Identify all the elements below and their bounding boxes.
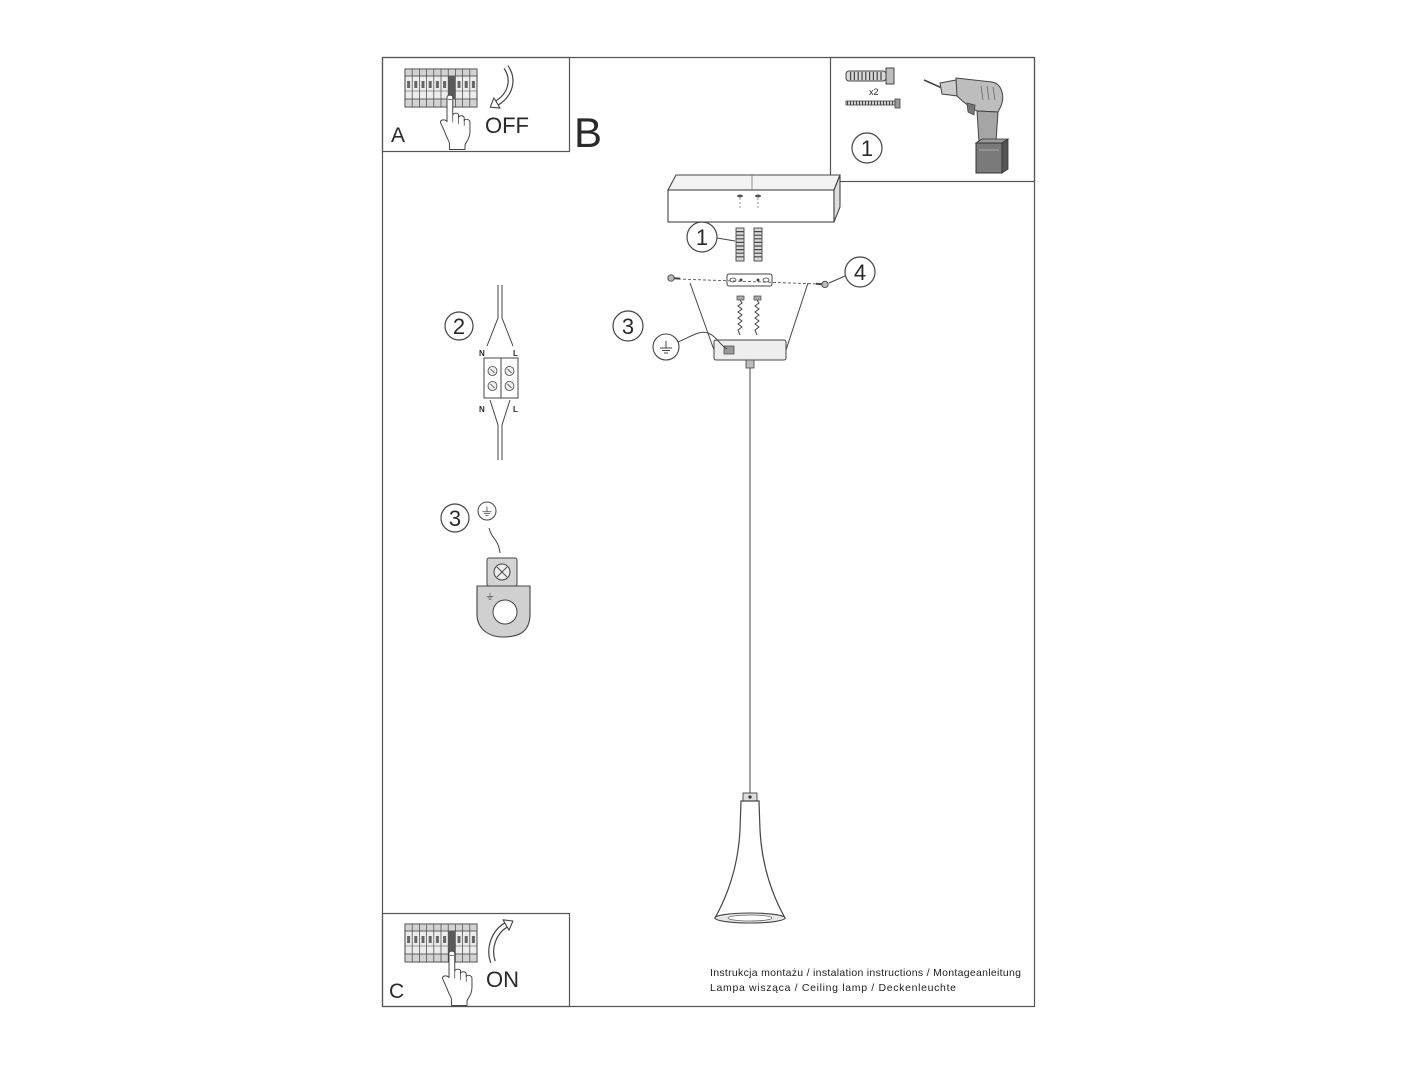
ground-detail-symbol-icon — [477, 501, 497, 521]
tools-box — [829, 56, 1036, 183]
curved-arrow-down-icon — [489, 65, 514, 109]
sheet-frame — [381, 56, 1036, 1008]
tools-callout: 1 — [851, 132, 883, 164]
drill-icon — [923, 77, 1010, 174]
screw-icon — [845, 98, 901, 109]
curved-arrow-up-icon — [488, 919, 514, 964]
ceiling-block — [667, 174, 841, 223]
ground-terminal-icon — [476, 557, 531, 638]
mounting-bracket — [726, 273, 773, 287]
step-c-action: ON — [486, 967, 519, 992]
right-side-screw-icon — [815, 280, 829, 289]
ground-symbol-icon — [652, 333, 680, 361]
step-a-letter: A — [391, 124, 405, 147]
terminal-block-icon — [483, 285, 519, 460]
ground-detail-callout-number: 3 — [449, 506, 461, 531]
canopy — [689, 282, 809, 369]
ground-wire — [677, 331, 728, 350]
step-c-box — [381, 912, 571, 1008]
tools-panel: x2 1 — [829, 56, 1036, 183]
step-b-letter: B — [574, 109, 602, 156]
ground-detail-wire — [488, 527, 501, 554]
terminal-bottom-live-label: L — [513, 405, 518, 414]
step-c-panel: C ON — [381, 912, 571, 1008]
terminal-top-live-label: L — [513, 349, 518, 358]
ground-detail-callout: 3 — [440, 503, 470, 533]
screws-callout-number: 4 — [854, 260, 866, 285]
footer-title: Instrukcja montażu / instalation instruc… — [710, 967, 1021, 979]
circuit-breaker-icon — [404, 923, 478, 963]
wiring-callout: 2 — [444, 311, 474, 341]
wiring-callout-number: 2 — [453, 314, 465, 339]
quantity-label: x2 — [869, 87, 879, 97]
screw-guide-line — [677, 278, 819, 285]
step-a-box — [381, 56, 571, 153]
ground-callout: 3 — [612, 310, 644, 342]
anchors-callout: 1 — [686, 221, 736, 253]
step-c-letter: C — [389, 980, 404, 1003]
circuit-breaker-icon — [404, 68, 478, 108]
screws-callout: 4 — [828, 256, 876, 288]
footer-subtitle: Lampa wisząca / Ceiling lamp / Deckenleu… — [710, 982, 956, 994]
anchors-callout-number: 1 — [696, 225, 708, 250]
wall-plug-icon — [845, 67, 895, 85]
ground-callout-number: 3 — [622, 314, 634, 339]
step-a-action: OFF — [485, 113, 529, 138]
wall-anchors — [735, 227, 763, 262]
terminal-top-neutral-label: N — [479, 349, 485, 358]
left-side-screw-icon — [667, 274, 681, 282]
tools-callout-number: 1 — [861, 136, 873, 161]
step-a-panel: A OFF — [381, 56, 571, 153]
pendant-lamp-icon — [713, 792, 787, 924]
terminal-bottom-neutral-label: N — [479, 405, 485, 414]
